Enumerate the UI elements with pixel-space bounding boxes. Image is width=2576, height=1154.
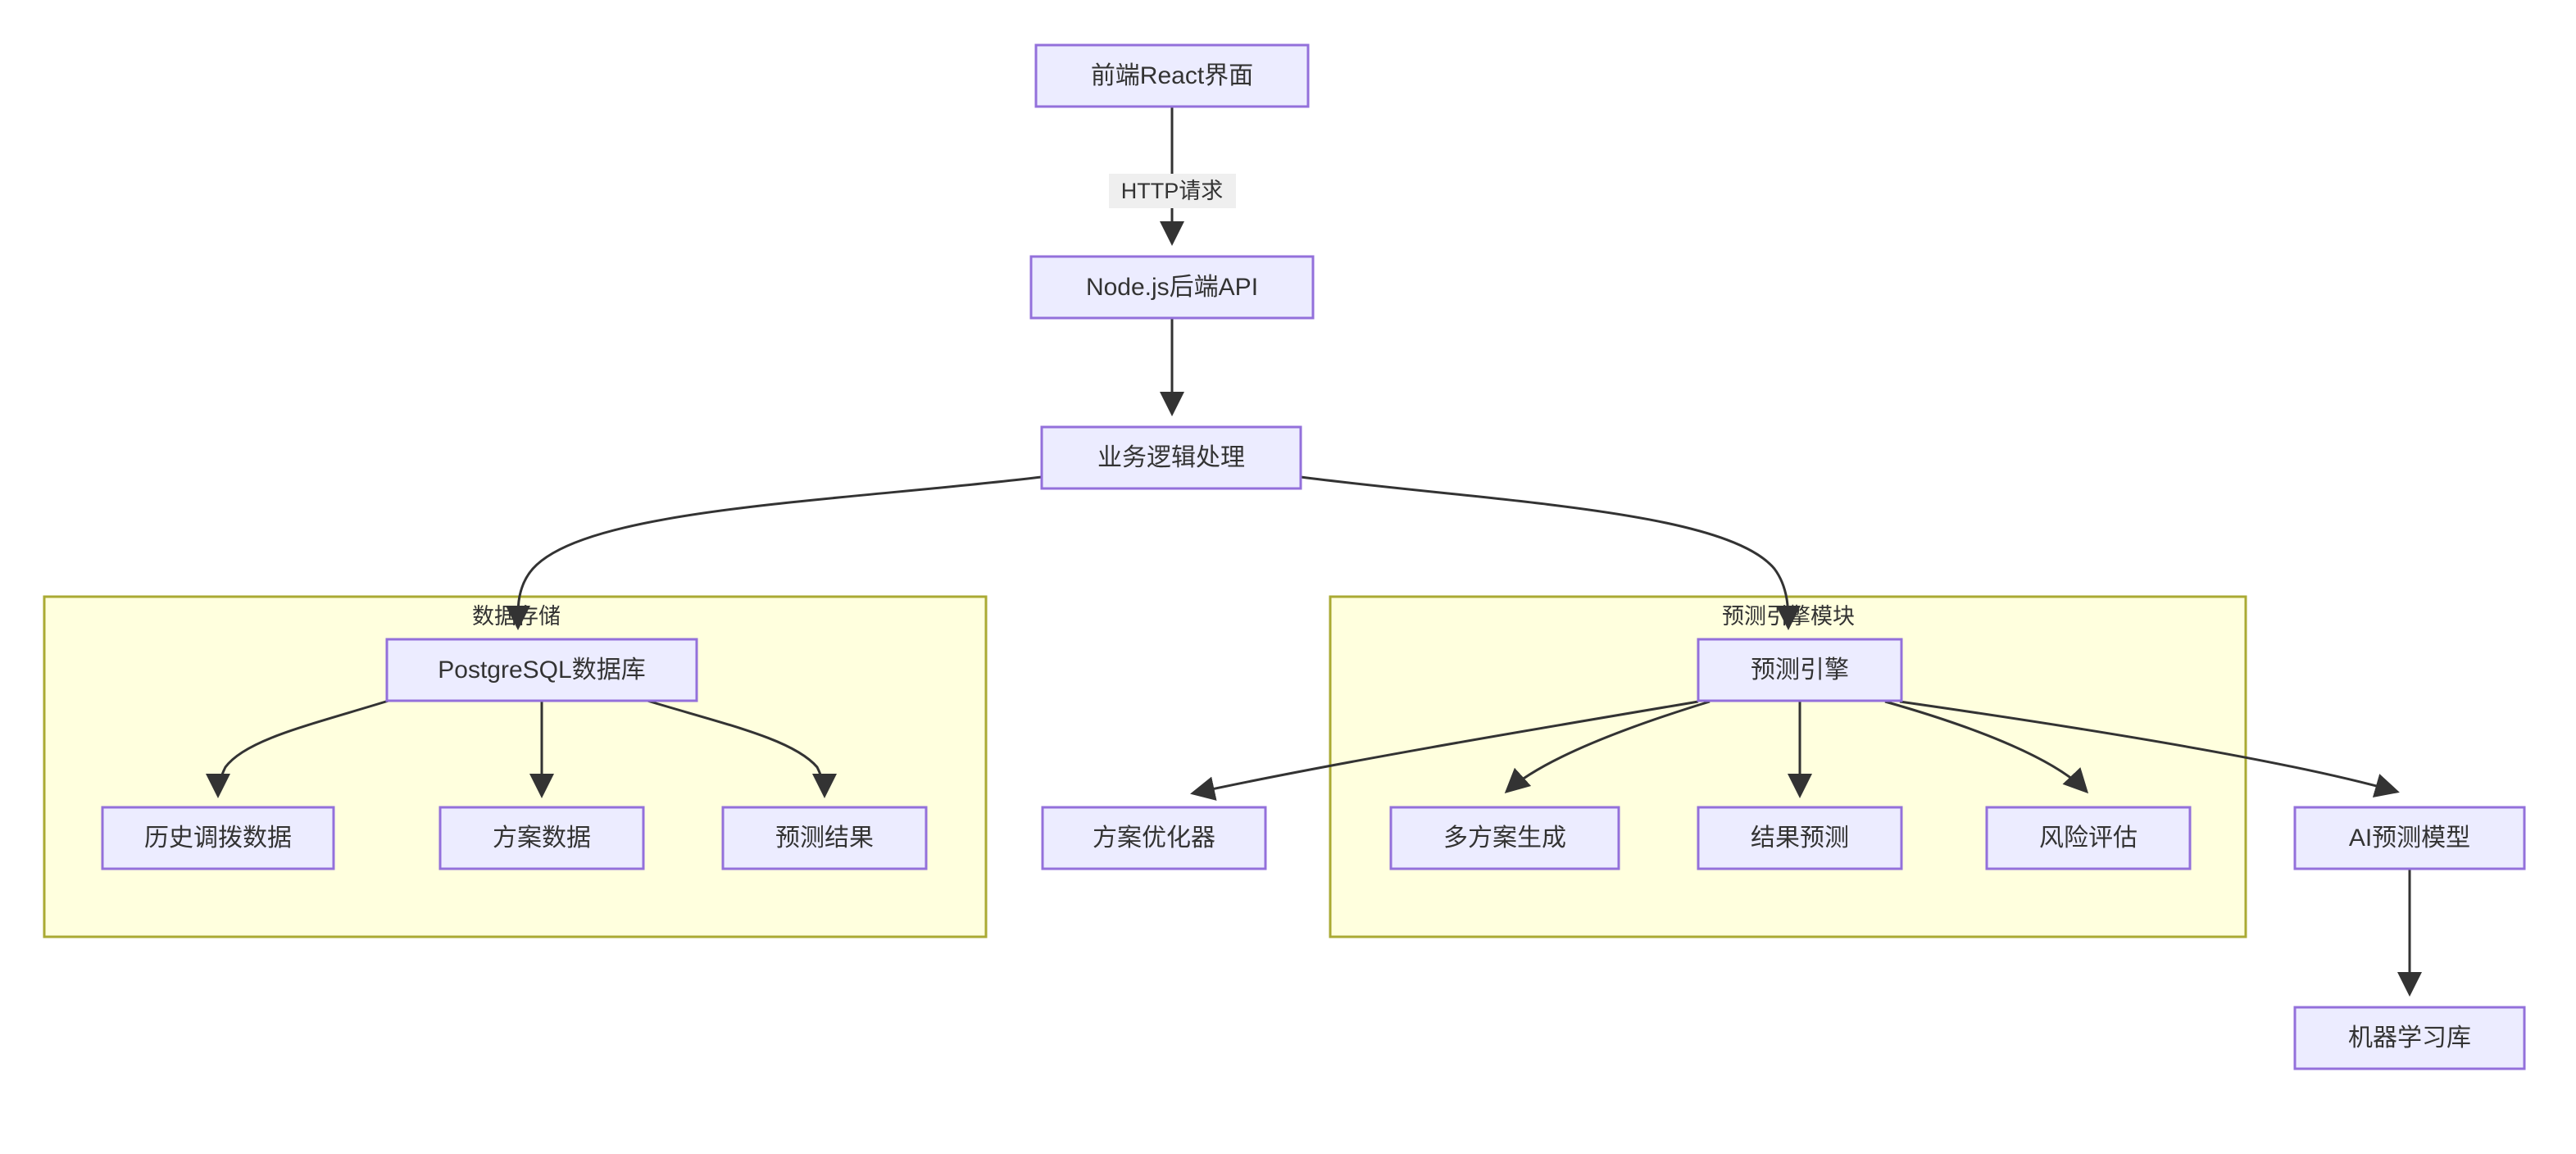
node-history-label: 历史调拨数据 — [144, 825, 292, 852]
node-engine-label: 预测引擎 — [1751, 657, 1849, 684]
edges-layer — [206, 107, 2422, 997]
node-forecast-rect[interactable] — [721, 806, 928, 870]
edge-engine-to-optimizer — [1190, 700, 1699, 801]
cluster-storage-label: 数据存储 — [472, 604, 561, 629]
node-history-rect[interactable] — [101, 806, 335, 870]
node-history[interactable]: 历史调拨数据 — [101, 806, 335, 870]
edge-engine-to-multiplan — [1504, 700, 1711, 794]
node-backend-rect[interactable] — [1029, 255, 1315, 320]
node-result-rect[interactable] — [1697, 806, 1903, 870]
node-backend-label: Node.js后端API — [1086, 274, 1258, 301]
node-forecast-label: 预测结果 — [775, 825, 874, 852]
node-result-label: 结果预测 — [1751, 825, 1849, 852]
node-engine-rect[interactable] — [1697, 638, 1903, 702]
node-mllib-label: 机器学习库 — [2348, 1025, 2471, 1052]
node-forecast[interactable]: 预测结果 — [721, 806, 928, 870]
edge-engine-to-aimodel — [1899, 700, 2400, 797]
edge-logic-to-postgres — [505, 475, 1043, 630]
node-risk[interactable]: 风险评估 — [1985, 806, 2192, 870]
node-risk-label: 风险评估 — [2039, 825, 2138, 852]
node-multiplan-rect[interactable] — [1389, 806, 1620, 870]
edge-postgres-to-history — [206, 699, 389, 798]
edge-label-http-bg — [1109, 174, 1236, 208]
node-frontend[interactable]: 前端React界面 — [1034, 43, 1310, 108]
node-aimodel[interactable]: AI预测模型 — [2293, 806, 2526, 870]
node-engine[interactable]: 预测引擎 — [1697, 638, 1903, 702]
node-frontend-label: 前端React界面 — [1091, 62, 1253, 89]
node-plandata-label: 方案数据 — [493, 825, 591, 852]
node-plandata-rect[interactable] — [438, 806, 645, 870]
node-risk-rect[interactable] — [1985, 806, 2192, 870]
node-logic-label: 业务逻辑处理 — [1097, 444, 1245, 471]
node-multiplan[interactable]: 多方案生成 — [1389, 806, 1620, 870]
edge-label-http: HTTP请求 — [1109, 174, 1236, 208]
node-postgres[interactable]: PostgreSQL数据库 — [385, 638, 698, 702]
node-optimizer-rect[interactable] — [1041, 806, 1267, 870]
node-plandata[interactable]: 方案数据 — [438, 806, 645, 870]
node-aimodel-rect[interactable] — [2293, 806, 2526, 870]
edge-postgres-to-forecast — [647, 699, 837, 798]
node-postgres-rect[interactable] — [385, 638, 698, 702]
node-logic[interactable]: 业务逻辑处理 — [1040, 425, 1302, 490]
node-optimizer[interactable]: 方案优化器 — [1041, 806, 1267, 870]
node-backend[interactable]: Node.js后端API — [1029, 255, 1315, 320]
node-optimizer-label: 方案优化器 — [1093, 825, 1215, 852]
edge-engine-to-risk — [1884, 700, 2089, 794]
node-mllib-rect[interactable] — [2293, 1006, 2526, 1070]
node-logic-rect[interactable] — [1040, 425, 1302, 490]
node-multiplan-label: 多方案生成 — [1443, 825, 1566, 852]
node-result[interactable]: 结果预测 — [1697, 806, 1903, 870]
node-frontend-rect[interactable] — [1034, 43, 1310, 108]
node-aimodel-label: AI预测模型 — [2349, 825, 2470, 852]
edge-label-http-text: HTTP请求 — [1121, 179, 1224, 203]
node-postgres-label: PostgreSQL数据库 — [438, 657, 645, 684]
edge-logic-to-engine — [1300, 475, 1801, 630]
node-mllib[interactable]: 机器学习库 — [2293, 1006, 2526, 1070]
